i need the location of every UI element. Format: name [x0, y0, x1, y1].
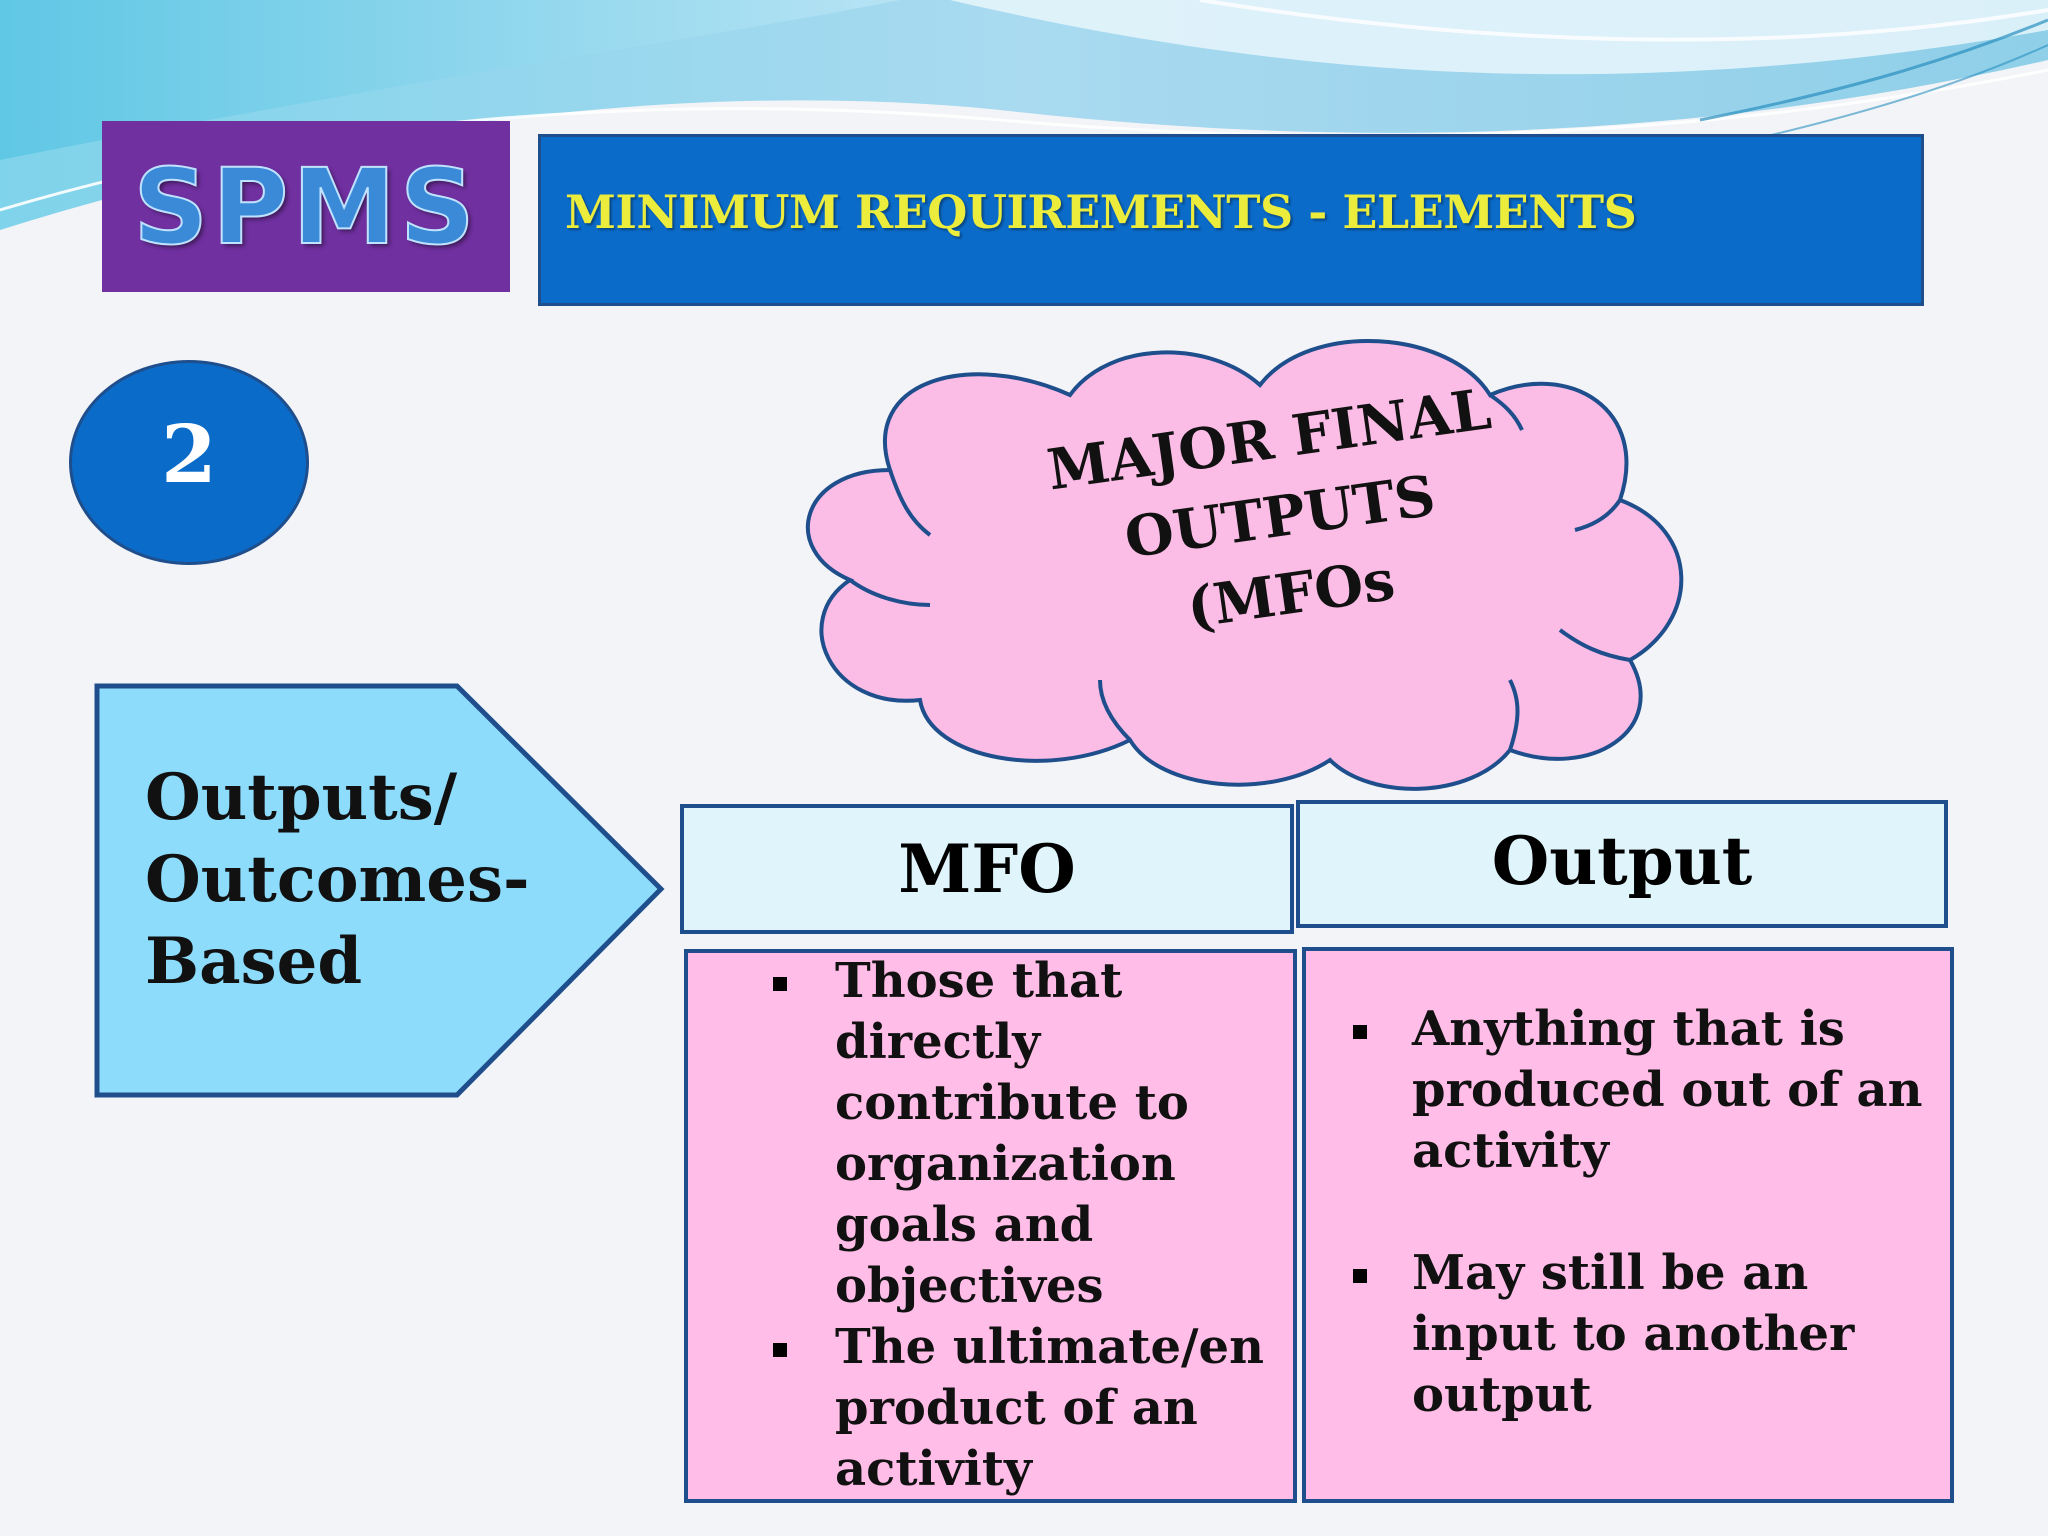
mfo-column-header: MFO — [680, 804, 1294, 934]
mfo-header-text: MFO — [898, 830, 1076, 908]
square-bullet-icon — [1353, 1025, 1367, 1039]
output-header-text: Output — [1491, 822, 1753, 900]
spms-logo-text: SPMS — [132, 145, 479, 269]
list-item-text: The ultimate/en product of an activity — [835, 1319, 1264, 1497]
spms-logo-box: SPMS — [102, 121, 510, 292]
list-item-text: May still be an input to another output — [1412, 1245, 1855, 1423]
list-item: Anything that is produced out of an acti… — [1302, 999, 1954, 1182]
output-body-box — [1302, 947, 1954, 1503]
pentagon-line-2: Outcomes- — [145, 842, 530, 917]
list-item-text: Anything that is produced out of an acti… — [1412, 1001, 1923, 1179]
pentagon-line-3: Based — [145, 924, 363, 999]
cloud-shape — [806, 339, 1684, 791]
title-banner: MINIMUM REQUIREMENTS - ELEMENTS — [538, 134, 1924, 306]
output-column-header: Output — [1296, 800, 1948, 928]
pentagon-arrow-shape — [94, 683, 665, 1098]
pentagon-line-1: Outputs/ — [145, 760, 458, 835]
decorative-wave-header — [0, 0, 2048, 230]
square-bullet-icon — [773, 1343, 787, 1357]
mfo-body-box — [684, 949, 1297, 1503]
number-badge: 2 — [69, 360, 309, 565]
list-item: Those that directly contribute to organi… — [684, 951, 1297, 1317]
pentagon-label: Outputs/ Outcomes- Based — [145, 757, 530, 1003]
square-bullet-icon — [1353, 1269, 1367, 1283]
square-bullet-icon — [773, 977, 787, 991]
list-item: The ultimate/en product of an activity — [684, 1317, 1297, 1500]
mfo-bullet-list: Those that directly contribute to organi… — [684, 951, 1297, 1500]
output-bullet-list: Anything that is produced out of an acti… — [1302, 999, 1954, 1426]
slide-title: MINIMUM REQUIREMENTS - ELEMENTS — [565, 185, 1637, 239]
list-item-text: Those that directly contribute to organi… — [835, 953, 1189, 1314]
number-badge-text: 2 — [161, 406, 217, 501]
list-item: May still be an input to another output — [1302, 1243, 1954, 1426]
